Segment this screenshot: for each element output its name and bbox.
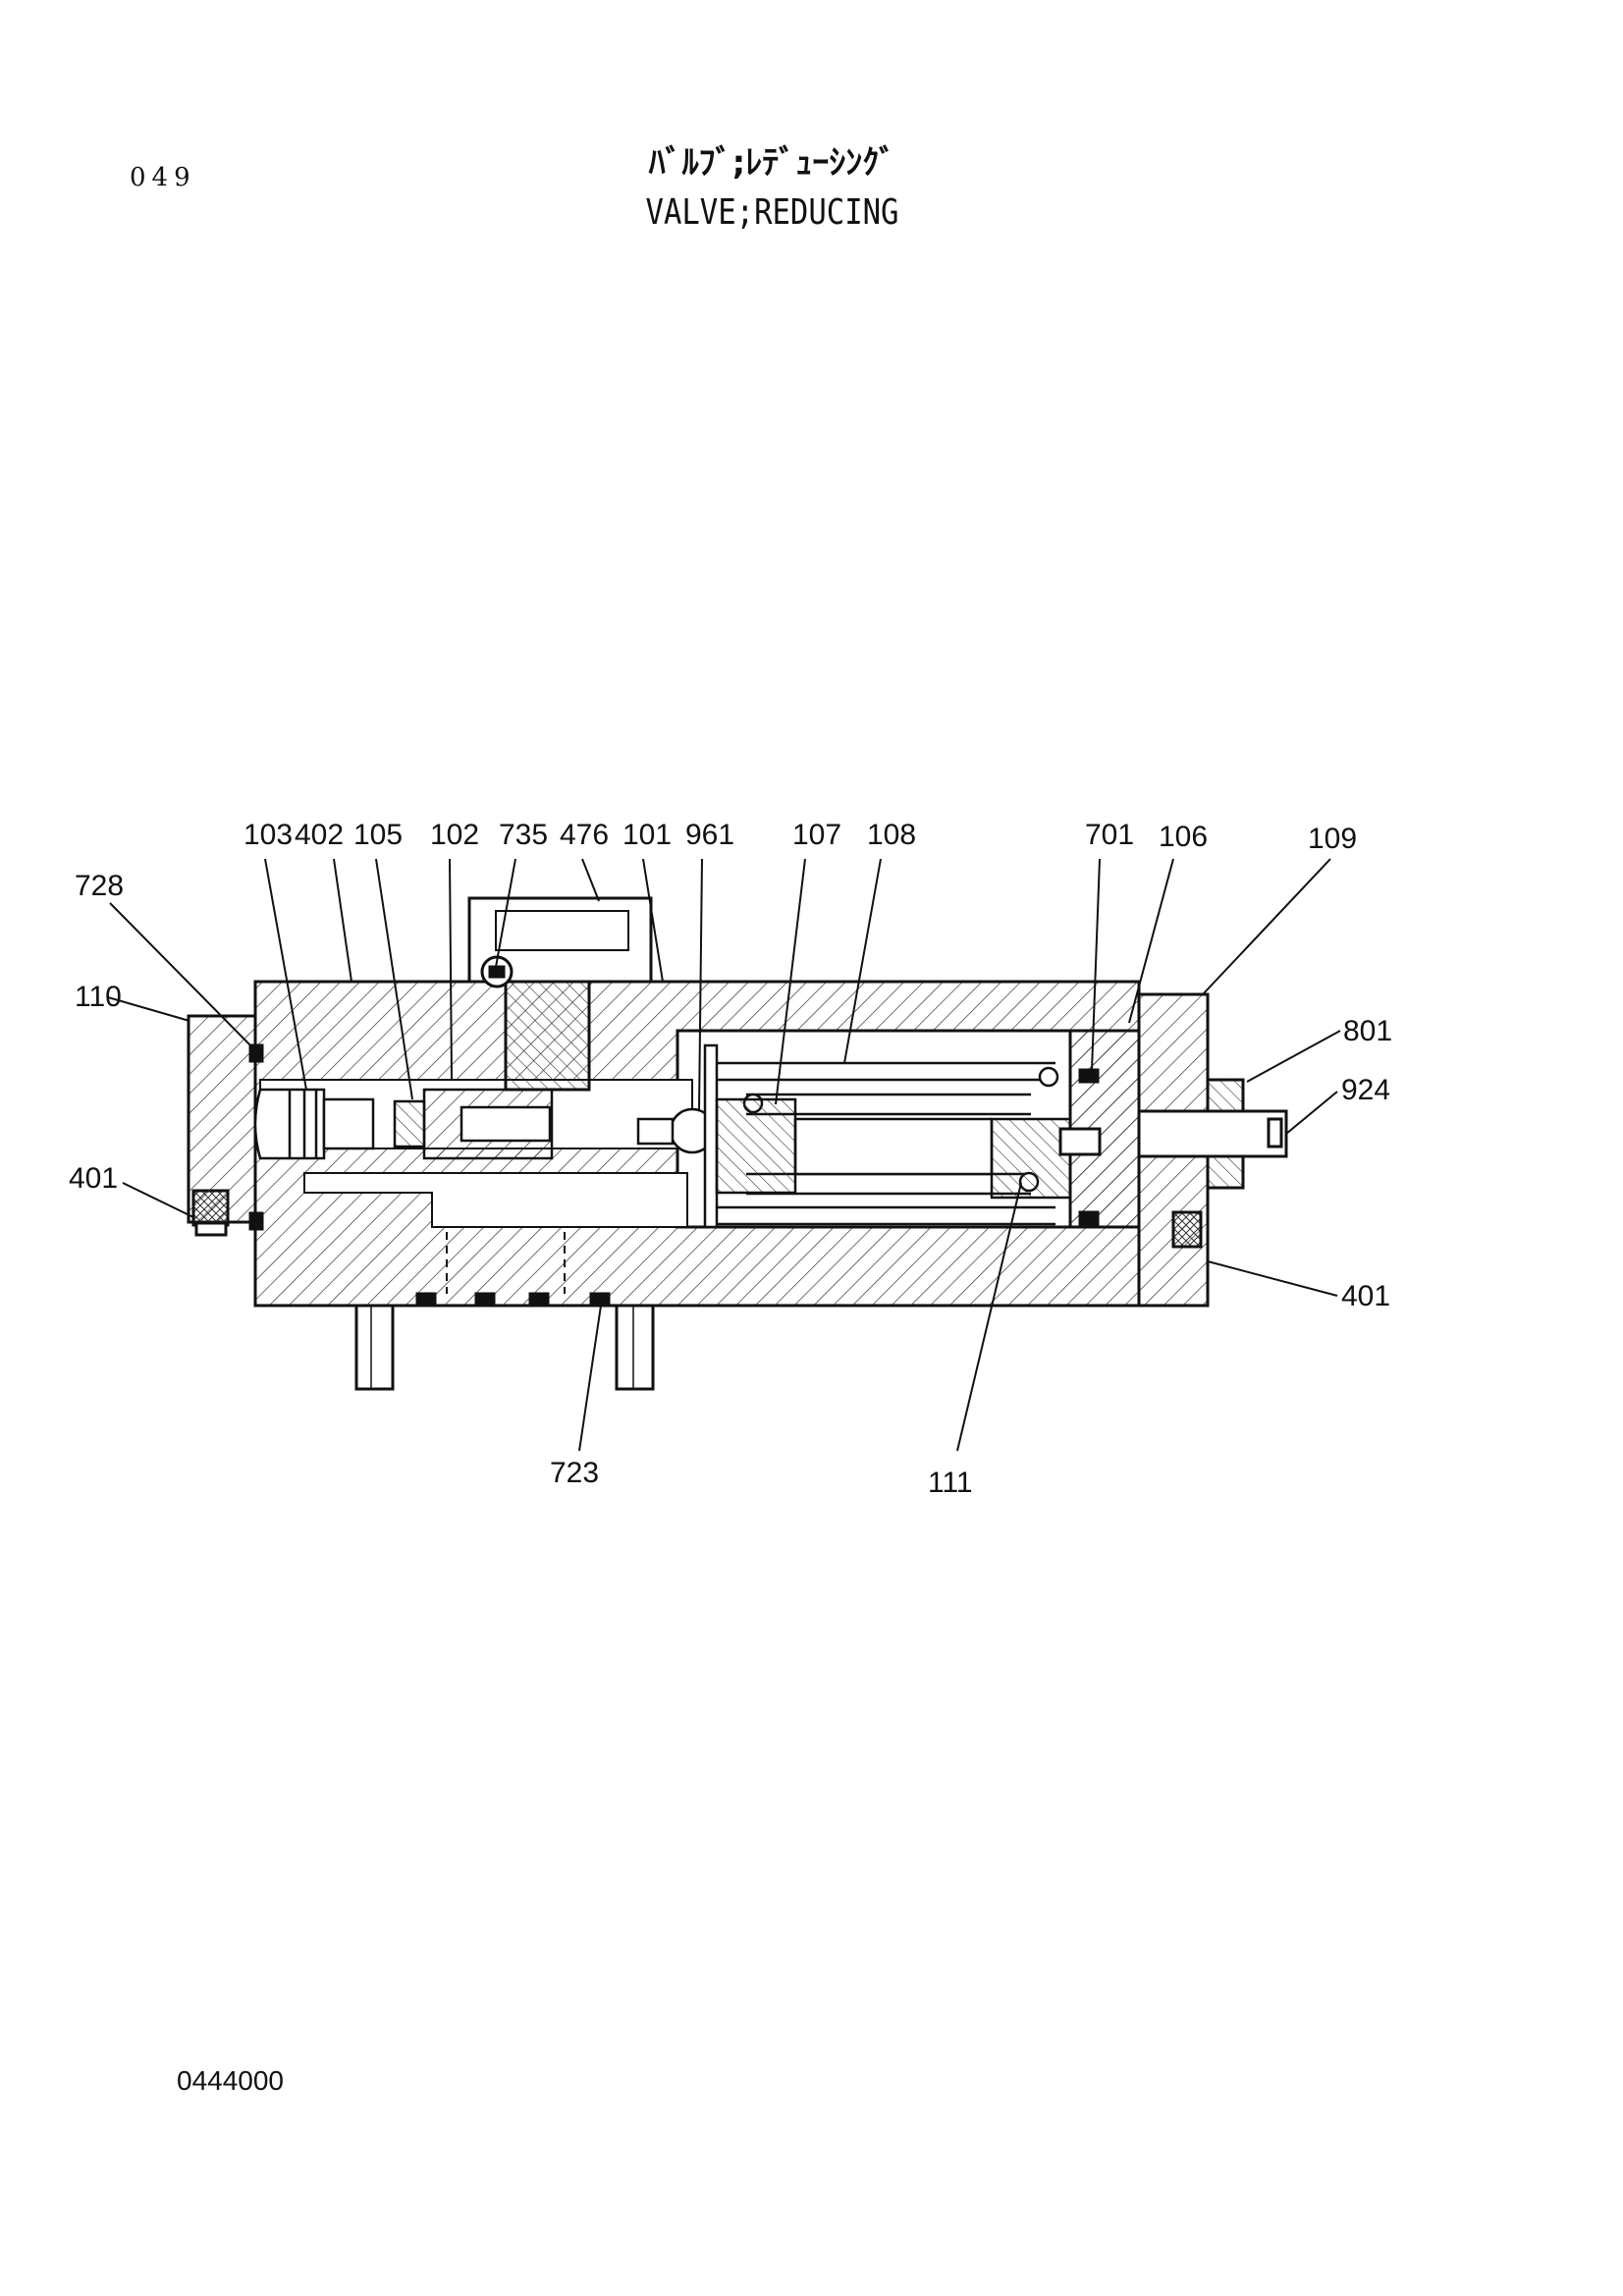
left-end-cap bbox=[187, 1014, 264, 1237]
callout-401-left: 401 bbox=[69, 1162, 118, 1195]
right-end-cap bbox=[1058, 992, 1210, 1308]
callout-401-right: 401 bbox=[1341, 1280, 1390, 1312]
callout-701: 701 bbox=[1085, 819, 1134, 851]
title-japanese: ﾊﾞﾙﾌﾞ;ﾚﾃﾞｭｰｼﾝｸﾞ bbox=[648, 143, 896, 183]
callout-735: 735 bbox=[499, 819, 548, 851]
callout-106: 106 bbox=[1159, 821, 1208, 853]
title-english: VALVE;REDUCING bbox=[645, 192, 899, 233]
callout-476: 476 bbox=[560, 819, 609, 851]
callout-110: 110 bbox=[75, 981, 122, 1013]
drawing-number: 0444000 bbox=[177, 2065, 285, 2096]
callout-103: 103 bbox=[243, 819, 293, 851]
bottom-pins bbox=[354, 1232, 655, 1391]
callout-109: 109 bbox=[1308, 823, 1357, 855]
callout-101: 101 bbox=[622, 819, 672, 851]
callout-102: 102 bbox=[430, 819, 479, 851]
callout-labels: 103 402 105 102 735 476 101 961 107 108 … bbox=[69, 819, 1392, 1499]
callout-924: 924 bbox=[1341, 1074, 1390, 1106]
callout-108: 108 bbox=[867, 819, 916, 851]
spool-assembly bbox=[253, 1088, 716, 1160]
leader-lines bbox=[107, 858, 1341, 1452]
callout-105: 105 bbox=[353, 819, 403, 851]
spring-assembly bbox=[703, 1043, 1072, 1229]
callout-961: 961 bbox=[685, 819, 734, 851]
callout-402: 402 bbox=[295, 819, 344, 851]
callout-111: 111 bbox=[928, 1467, 973, 1499]
adjusting-stem bbox=[1137, 1078, 1288, 1190]
callout-723: 723 bbox=[550, 1457, 599, 1489]
callout-107: 107 bbox=[792, 819, 841, 851]
page-number: 049 bbox=[130, 163, 196, 192]
callout-801: 801 bbox=[1343, 1015, 1392, 1047]
top-port-block bbox=[467, 896, 653, 1092]
callout-728: 728 bbox=[75, 870, 124, 902]
